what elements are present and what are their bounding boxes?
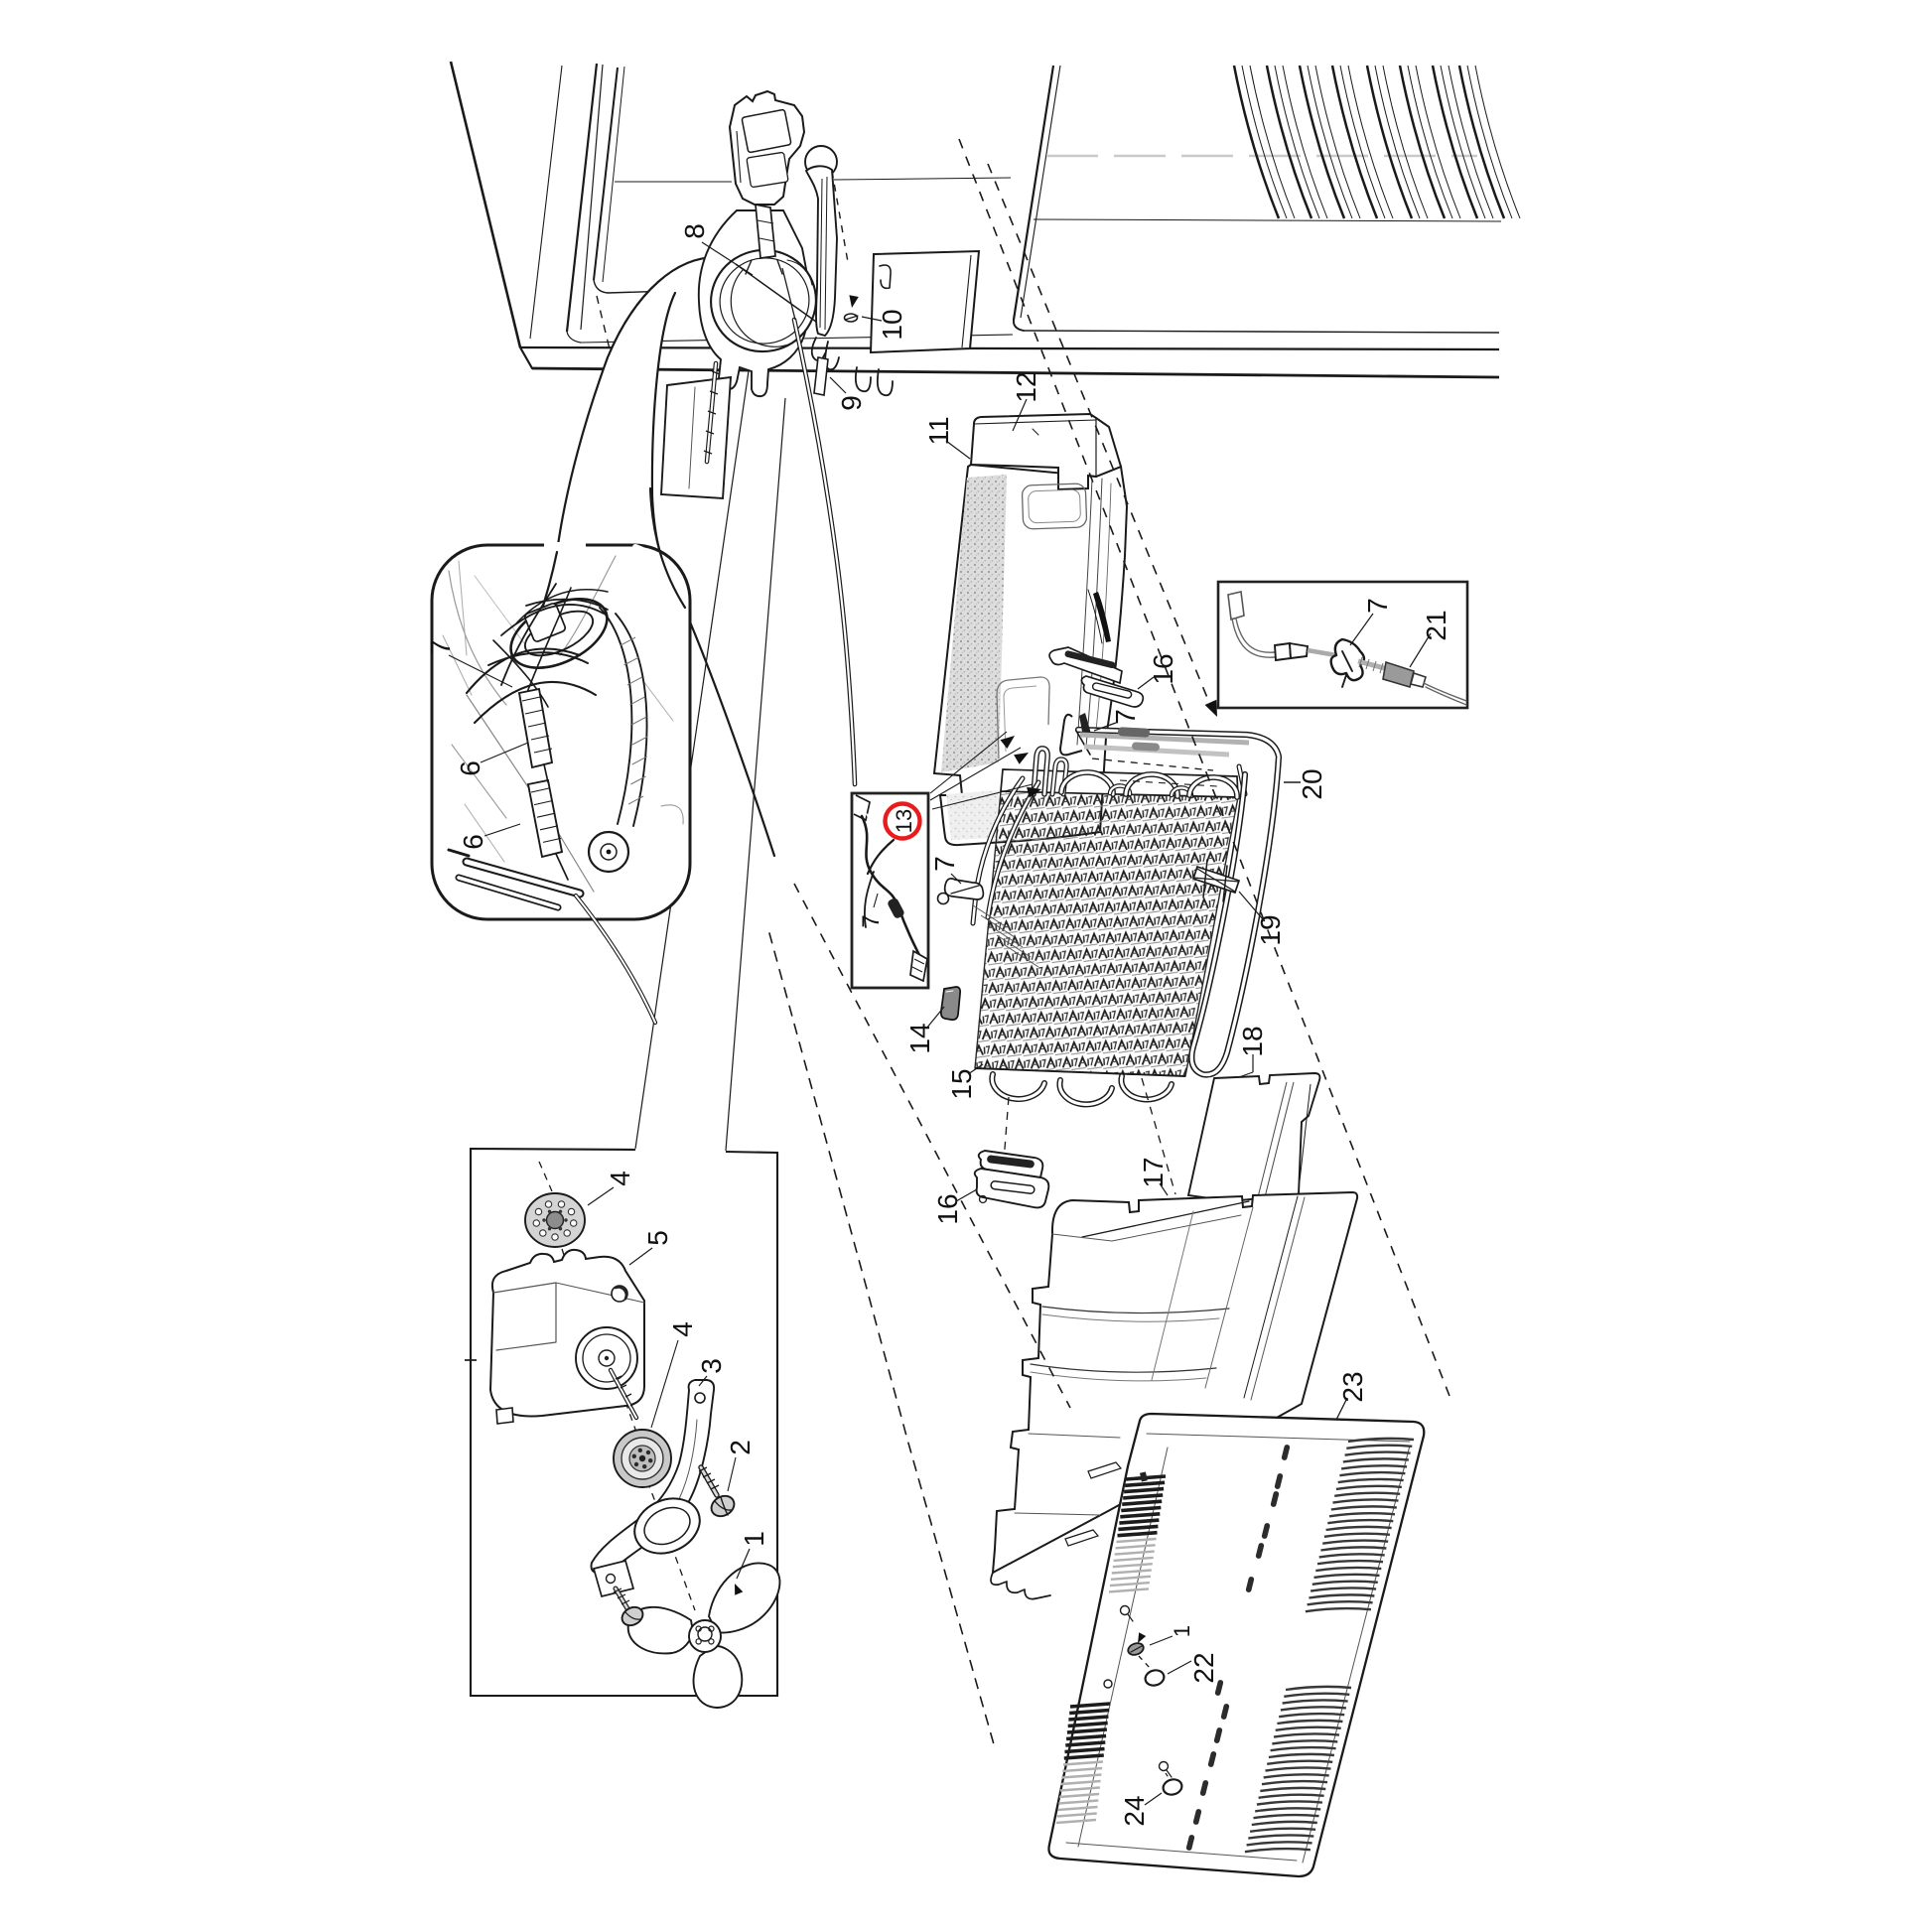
svg-text:21: 21: [1421, 610, 1451, 640]
svg-text:7: 7: [858, 914, 885, 927]
svg-text:22: 22: [1188, 1652, 1219, 1683]
svg-text:17: 17: [1138, 1157, 1169, 1187]
svg-text:6: 6: [458, 834, 488, 850]
svg-text:4: 4: [605, 1171, 635, 1186]
svg-text:7: 7: [1362, 598, 1393, 614]
svg-text:3: 3: [696, 1358, 727, 1374]
svg-text:19: 19: [1255, 914, 1286, 945]
svg-text:10: 10: [877, 309, 907, 340]
svg-text:24: 24: [1119, 1795, 1150, 1826]
svg-text:18: 18: [1237, 1026, 1268, 1056]
svg-text:2: 2: [725, 1440, 756, 1455]
svg-text:1: 1: [1170, 1625, 1194, 1637]
svg-text:15: 15: [946, 1068, 977, 1099]
svg-text:4: 4: [667, 1321, 698, 1337]
svg-text:14: 14: [904, 1023, 935, 1053]
svg-text:13: 13: [892, 809, 916, 833]
svg-text:1: 1: [739, 1531, 769, 1547]
svg-text:12: 12: [1011, 371, 1041, 402]
svg-text:16: 16: [932, 1193, 963, 1224]
svg-text:20: 20: [1297, 768, 1327, 799]
svg-text:5: 5: [642, 1230, 673, 1246]
svg-text:6: 6: [455, 760, 485, 776]
svg-text:7: 7: [929, 856, 960, 872]
svg-text:8: 8: [679, 223, 710, 239]
svg-text:9: 9: [836, 395, 867, 411]
svg-text:16: 16: [1148, 653, 1178, 684]
svg-text:11: 11: [923, 416, 954, 445]
svg-text:7: 7: [425, 639, 456, 655]
svg-text:7: 7: [1110, 709, 1141, 725]
svg-text:23: 23: [1337, 1371, 1368, 1402]
